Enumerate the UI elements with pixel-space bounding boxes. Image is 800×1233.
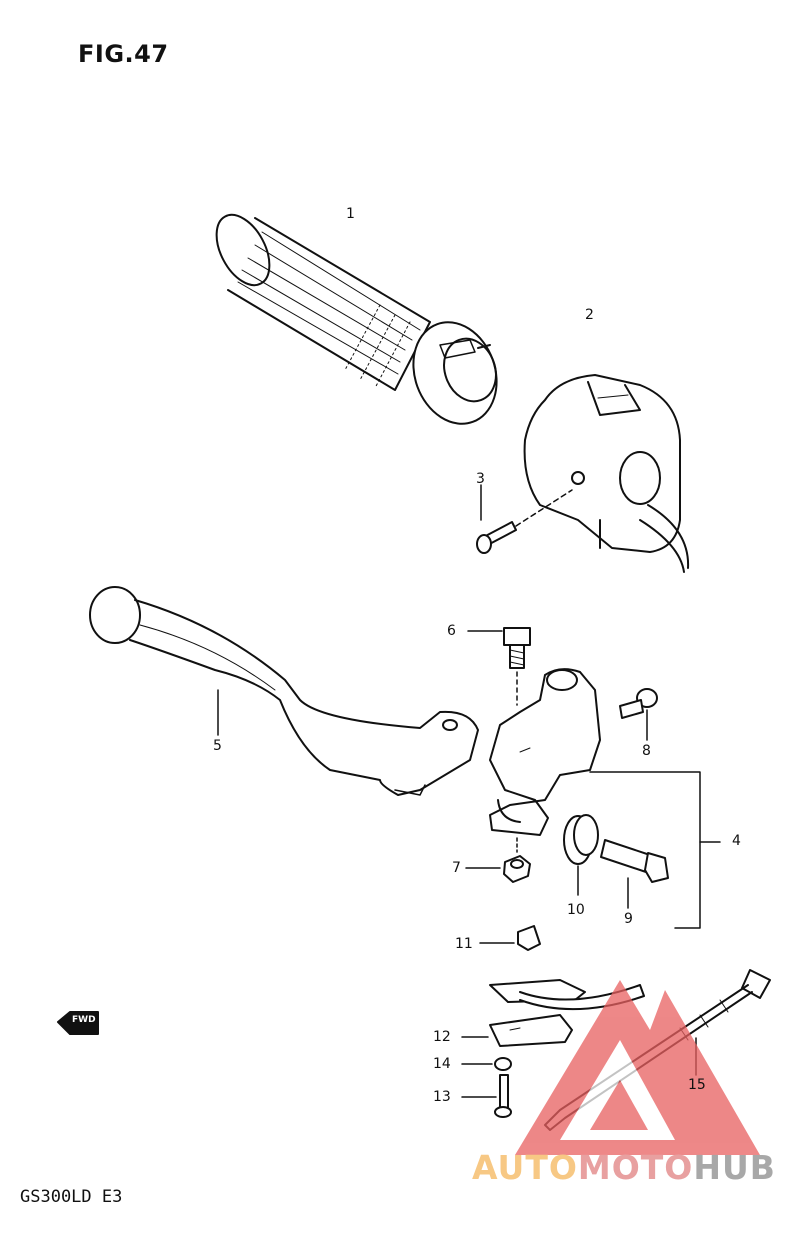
part-label-12: 12 [433, 1029, 451, 1045]
grip-drawing [215, 213, 498, 425]
lever-holder-drawing [489, 668, 721, 929]
part-label-5: 5 [213, 738, 222, 754]
screw-3-drawing [476, 484, 573, 554]
cable-end-11-drawing [479, 925, 541, 951]
adjuster-10-drawing [563, 814, 599, 896]
part-label-2: 2 [585, 307, 594, 323]
watermark-part-hub: HUB [693, 1148, 776, 1187]
part-label-10: 10 [567, 902, 585, 918]
model-code: GS300LD E3 [20, 1187, 123, 1207]
part-label-8: 8 [642, 743, 651, 759]
pivot-bolt-9-drawing [600, 839, 669, 909]
screw-13-drawing [461, 1074, 512, 1118]
part-label-7: 7 [452, 860, 461, 876]
fwd-marker-label: FWD [72, 1015, 96, 1025]
forward-arrow-icon [57, 1011, 99, 1035]
watermark-part-auto: AUTO [472, 1148, 578, 1187]
watermark-text: AUTOMOTOHUB [472, 1148, 776, 1187]
bolt-6-drawing [467, 627, 531, 706]
lever-drawing [89, 586, 479, 796]
part-label-6: 6 [447, 623, 456, 639]
switch-housing-drawing [523, 374, 690, 573]
part-label-4: 4 [732, 833, 741, 849]
part-label-9: 9 [624, 911, 633, 927]
part-label-14: 14 [433, 1056, 451, 1072]
clamp-12-drawing [461, 979, 645, 1047]
part-label-1: 1 [346, 206, 355, 222]
part-label-15: 15 [688, 1077, 706, 1093]
figure-title: FIG.47 [78, 40, 169, 68]
washer-14-drawing [461, 1057, 512, 1071]
nut-7-drawing [465, 837, 531, 883]
part-label-3: 3 [476, 471, 485, 487]
screw-8-drawing [619, 688, 658, 741]
watermark-part-moto: MOTO [577, 1148, 694, 1187]
part-label-11: 11 [455, 936, 473, 952]
watermark-logo-icon [515, 980, 760, 1155]
part-label-13: 13 [433, 1089, 451, 1105]
